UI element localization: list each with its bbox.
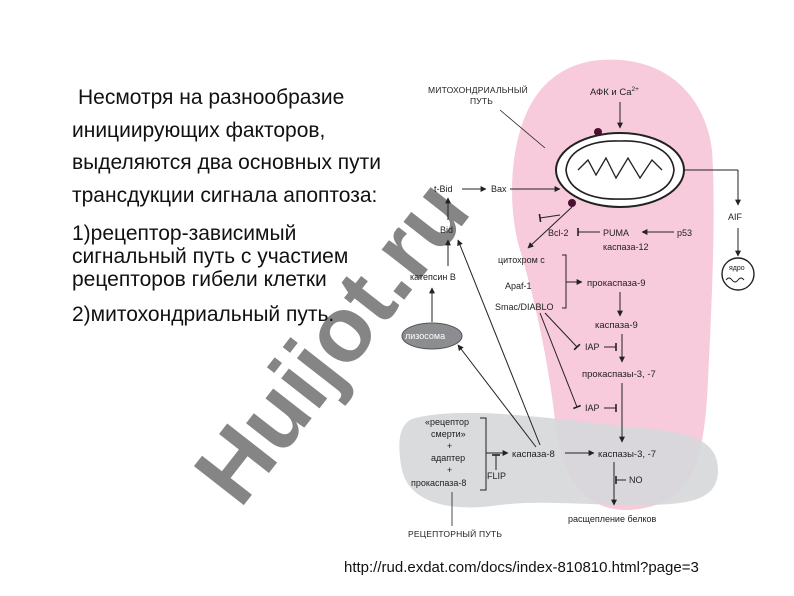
iap1-label: IAP [585,342,600,352]
apaf1-label: Apaf-1 [505,281,532,291]
smac-label: Smac/DIABLO [495,302,554,312]
cytochrome-c-label: цитохром c [498,255,545,265]
mitochondrion-icon [555,128,685,208]
adapter-label: адаптер [431,453,465,463]
protein-cleavage-label: расщепление белков [568,514,657,524]
list-item-mito-path: 2)митохондриальный путь. [72,303,335,327]
iap2-label: IAP [585,403,600,413]
cathepsin-label: катепсин B [410,272,456,282]
casp8-bid-arrow [457,239,541,446]
bcl2-label: Bcl-2 [548,228,569,238]
plus-1: + [447,441,452,451]
caspase12-label: каспаза-12 [603,242,649,252]
p53-label: p53 [677,228,692,238]
procaspase8-label: прокаспаза-8 [411,478,466,488]
afk-label: АФК и Ca2+ [590,86,639,98]
mito-cytc-arrow [527,206,573,249]
flip-label: FLIP [487,471,506,481]
smac-iap2-line [539,312,582,410]
nucleus-icon [721,257,755,291]
procaspase9-label: прокаспаза-9 [587,278,646,289]
source-link[interactable]: http://rud.exdat.com/docs/index-810810.h… [344,559,699,576]
receptor-path-title: РЕЦЕПТОРНЫЙ ПУТЬ [408,528,502,539]
nucleus-label: ядро [729,265,745,272]
intro-paragraph: Несмотря на разнообразие инициирующих фа… [72,86,382,207]
receptor-bracket [480,417,487,491]
puma-label: PUMA [603,228,629,238]
smac-iap1-line [544,312,581,351]
lysosome-label: лизосома [405,331,445,341]
casp8-lysosome-arrow [457,344,537,448]
aif-label: AIF [728,212,743,222]
receptor-label-2: смерти» [431,429,466,439]
bax-label: Bax [491,184,507,194]
procaspases37-label: прокаспазы-3, -7 [582,369,656,380]
slide-text: Несмотря на разнообразие инициирующих фа… [72,82,382,337]
no-label: NO [629,475,643,485]
mito-path-title-1: МИТОХОНДРИАЛЬНЫЙ [428,84,528,95]
receptor-label-1: «рецептор [425,417,469,427]
mito-path-title-2: ПУТЬ [470,96,493,106]
lysosome-icon [401,322,463,350]
t-bid-label: t-Bid [434,184,453,194]
bid-label: Bid [440,225,453,235]
plus-2: + [447,465,452,475]
list-item-receptor-path: 1)рецептор-зависимый сигнальный путь с у… [72,222,349,292]
caspases37-label: каспазы-3, -7 [598,449,656,460]
bcl2-inhibit [538,213,561,223]
caspase8-label: каспаза-8 [512,449,555,460]
receptor-region [399,412,718,508]
caspase9-label: каспаза-9 [595,320,638,331]
mito-title-pointer [499,109,546,149]
